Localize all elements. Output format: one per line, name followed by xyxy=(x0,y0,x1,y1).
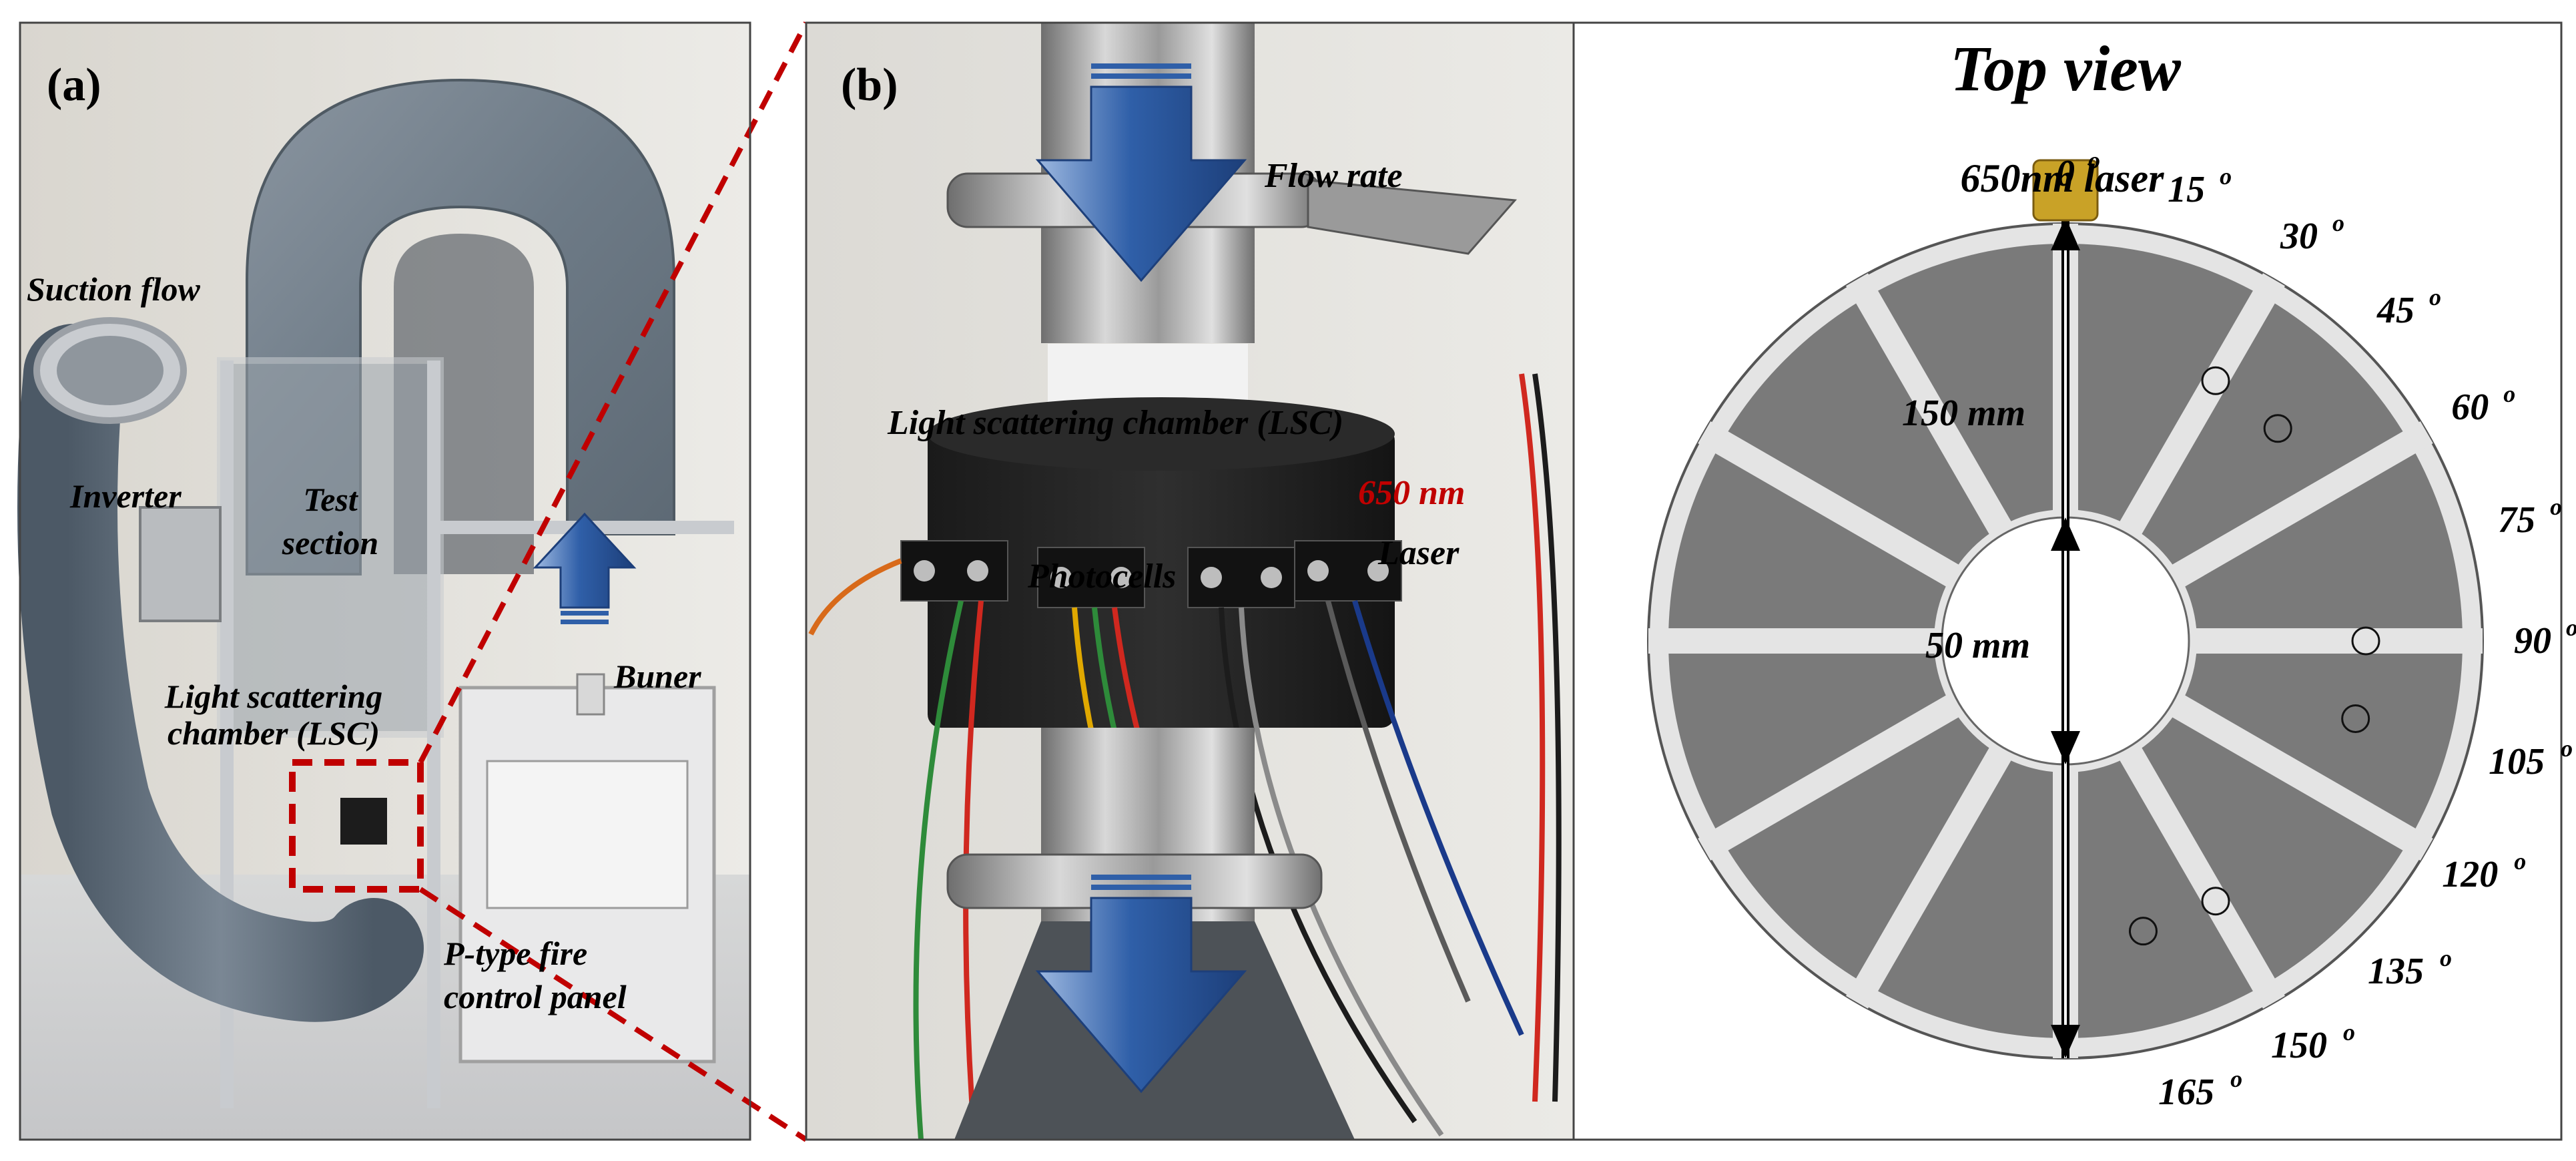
degree-mark: o xyxy=(2429,284,2441,310)
angle-label: 135 xyxy=(2368,951,2424,992)
inverter-label: Inverter xyxy=(69,477,182,515)
radial-slot xyxy=(2166,421,2433,590)
photocell-mounts xyxy=(900,540,1402,608)
lsc-chamber xyxy=(928,427,1395,728)
angle-label: 30 xyxy=(2280,216,2318,257)
suction-flow-label: Suction flow xyxy=(27,270,200,308)
control-panel-label-line2: control panel xyxy=(444,978,627,1015)
control-panel-face xyxy=(486,760,689,909)
callout-line-bottom xyxy=(418,887,808,1142)
flow-arrow-bottom xyxy=(1035,875,1247,1094)
lsc-label-line1: Light scattering xyxy=(164,678,382,715)
flow-arrow-top xyxy=(1035,63,1247,282)
angle-label: 45 xyxy=(2376,290,2414,331)
suction-inlet-inner xyxy=(57,336,164,405)
panel-c: Top view 0o15o30o45o60o75o90o105o120o135… xyxy=(1572,21,2576,1141)
degree-mark: o xyxy=(2561,735,2573,762)
degree-mark: o xyxy=(2220,163,2232,190)
beam-arrow-top xyxy=(2051,217,2080,250)
test-section-label-line1: Test xyxy=(303,481,359,518)
radial-slot xyxy=(2166,692,2433,861)
photocell-hole xyxy=(2263,414,2292,443)
top-view-title: Top view xyxy=(1950,33,2182,104)
degree-mark: o xyxy=(2514,848,2526,875)
beam-arrow-bottom xyxy=(2051,1025,2080,1058)
panel-a: (a) Suction flow Inverter Test section L… xyxy=(17,21,809,1142)
degree-mark: o xyxy=(2550,493,2562,520)
callout-line-top xyxy=(418,21,809,764)
lsc-small xyxy=(340,798,387,845)
inverter-box xyxy=(139,506,222,622)
radial-slot xyxy=(1698,421,1965,590)
angle-label: 75 xyxy=(2498,499,2535,541)
degree-mark: o xyxy=(2503,381,2515,407)
laser-label: Laser xyxy=(1377,534,1460,572)
laser-head xyxy=(2032,159,2099,222)
panel-a-border xyxy=(19,21,751,1141)
test-section-label-line2: section xyxy=(282,524,378,561)
degree-mark: o xyxy=(2088,147,2100,174)
top-view-diagram: 0o15o30o45o60o75o90o105o120o135o150o165o xyxy=(1647,147,2576,1113)
burner xyxy=(576,673,605,716)
inner-arrow-top xyxy=(2051,517,2080,551)
radial-slot xyxy=(1846,273,2015,541)
inner-dimension-label: 50 mm xyxy=(1925,625,2030,666)
updraft-arrow xyxy=(533,512,637,624)
photocell-hole xyxy=(2341,704,2370,733)
radial-slot xyxy=(2116,273,2285,541)
burner-label: Buner xyxy=(613,658,701,695)
frame-post-right xyxy=(427,361,440,1108)
angle-label: 15 xyxy=(2168,169,2205,210)
seal xyxy=(1048,344,1248,407)
panel-b-label: (b) xyxy=(841,59,898,111)
radial-slot xyxy=(1846,741,2015,1009)
angle-label: 60 xyxy=(2451,387,2489,428)
lsc-label-line2: chamber (LSC) xyxy=(168,714,380,752)
control-panel-label-line1: P-type fire xyxy=(443,935,587,972)
flex-hose xyxy=(17,324,424,1022)
angle-label: 120 xyxy=(2442,854,2498,895)
radial-slot xyxy=(2116,741,2285,1009)
angle-label: 165 xyxy=(2158,1072,2214,1113)
degree-mark: o xyxy=(2230,1066,2242,1092)
laser-wavelength-label: 650nm laser xyxy=(1960,156,2164,200)
angle-label: 0 xyxy=(2056,153,2075,194)
angle-label: 105 xyxy=(2489,741,2545,782)
degree-mark: o xyxy=(2332,210,2344,236)
degree-mark: o xyxy=(2566,614,2576,641)
angle-label: 90 xyxy=(2514,620,2551,662)
lsc-callout-box xyxy=(289,759,424,893)
photocell-hole xyxy=(2128,917,2158,946)
inner-arrow-bottom xyxy=(2051,731,2080,764)
photocell-hole xyxy=(2201,366,2230,395)
lsc-chamber-top xyxy=(928,397,1395,471)
panel-a-label: (a) xyxy=(47,59,101,111)
angle-label: 150 xyxy=(2271,1025,2327,1066)
lsc-label: Light scattering chamber (LSC) xyxy=(887,404,1343,442)
panel-b: (b) Flow rate Light scattering chamber (… xyxy=(805,21,1575,1141)
degree-mark: o xyxy=(2440,945,2452,971)
wavelength-label: 650 nm xyxy=(1358,474,1465,512)
degree-mark: o xyxy=(2343,1019,2355,1046)
flow-rate-label: Flow rate xyxy=(1264,157,1403,195)
photocell-hole xyxy=(2351,626,2380,656)
radial-slot xyxy=(1698,692,1965,861)
clamp-handle xyxy=(1307,179,1518,255)
photocells-label: Photocells xyxy=(1027,557,1176,596)
photocell-hole xyxy=(2201,887,2230,916)
outer-dimension-label: 150 mm xyxy=(1902,393,2025,434)
